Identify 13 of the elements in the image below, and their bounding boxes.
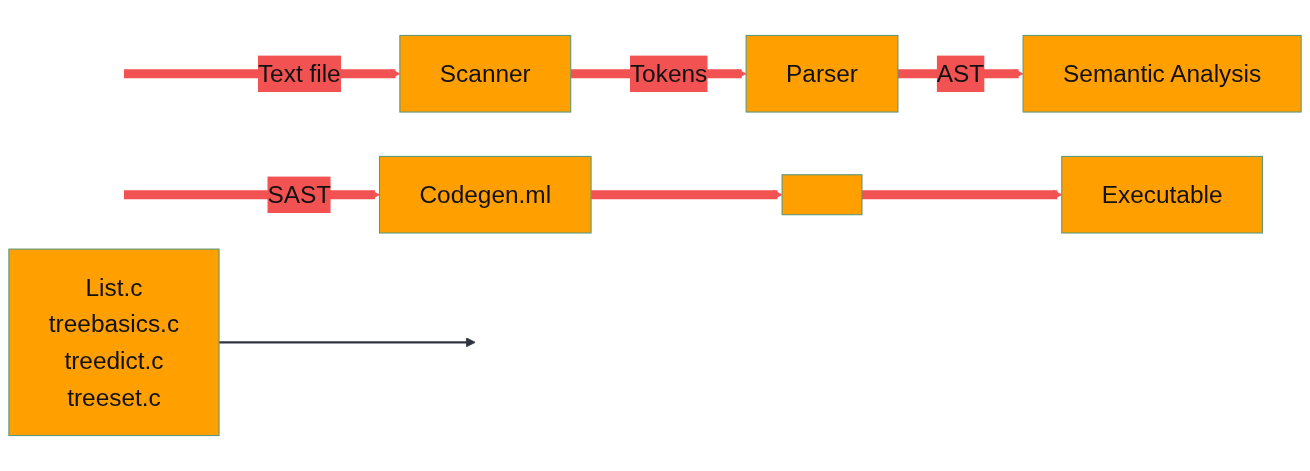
edge-label: SAST: [267, 180, 332, 209]
edge-label: Tokens: [629, 59, 708, 88]
edge-label: Text file: [257, 59, 341, 88]
node-box: Codegen.ml: [378, 155, 592, 234]
node-box: Scanner: [399, 34, 572, 113]
node-box: List.c treebasics.c treedict.c treeset.c: [8, 248, 220, 437]
node-box: Parser: [745, 34, 899, 113]
node-box: Executable: [1061, 155, 1263, 234]
node-box: [781, 174, 863, 216]
node-box: Semantic Analysis: [1022, 34, 1302, 113]
edge-label: AST: [936, 59, 985, 88]
arrow: [219, 337, 476, 348]
arrow: [591, 189, 783, 200]
